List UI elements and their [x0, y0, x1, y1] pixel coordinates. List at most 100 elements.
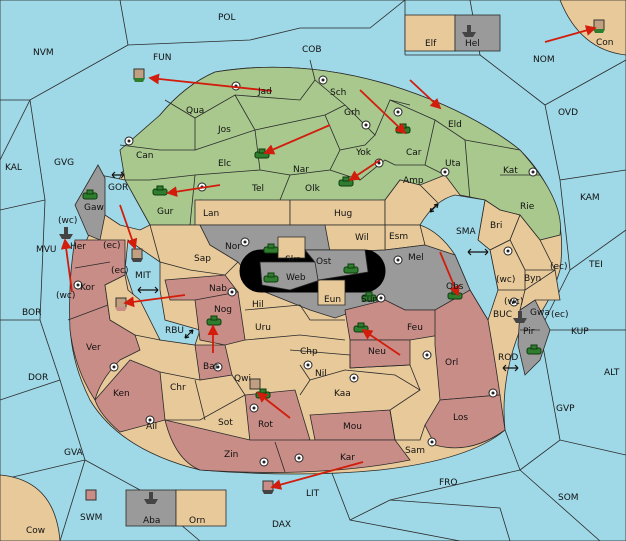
territory-sma[interactable] — [419, 194, 499, 321]
label-coast-wc: (wc) — [504, 297, 523, 307]
label-pir: Pir — [523, 327, 535, 337]
label-wil: Wil — [355, 233, 369, 243]
label-ost: Ost — [316, 257, 332, 267]
map-labels: POL FUN COB NVM NOM Con KAL GVG GOR MVU … — [5, 13, 620, 536]
label-gor: GOR — [108, 183, 128, 193]
territory-nog[interactable] — [194, 291, 246, 346]
label-elc: Elc — [218, 159, 231, 169]
label-coast-wc: (wc) — [58, 216, 77, 226]
label-mvu: MVU — [36, 245, 57, 255]
label-tei: TEI — [588, 260, 603, 270]
order-arrows — [60, 25, 597, 490]
label-gva: GVA — [64, 448, 84, 458]
label-nil: Nil — [315, 369, 327, 379]
label-grh: Grh — [344, 108, 360, 118]
label-orl: Orl — [445, 358, 458, 368]
zin-kar-border — [274, 441, 286, 473]
army-unit — [343, 263, 359, 274]
label-eun: Eun — [324, 295, 341, 305]
label-fun: FUN — [153, 53, 172, 63]
label-cob: COB — [302, 45, 322, 55]
army-unit — [263, 272, 279, 283]
territory-rie[interactable] — [509, 214, 556, 271]
label-tel: Tel — [251, 184, 264, 194]
label-alt: ALT — [604, 368, 620, 378]
label-nor: Nor — [225, 242, 241, 252]
label-uru: Uru — [255, 323, 271, 333]
label-eld: Eld — [448, 120, 462, 130]
territory-elf[interactable] — [404, 14, 456, 52]
label-ail: Ail — [146, 422, 157, 432]
label-nar: Nar — [293, 165, 309, 175]
label-dax: DAX — [272, 520, 291, 530]
label-jos: Jos — [217, 125, 231, 135]
territory-zin-kar[interactable] — [164, 419, 411, 473]
fleet-unit — [85, 489, 97, 501]
territory-gwa[interactable] — [519, 269, 561, 311]
territory-web[interactable] — [259, 261, 321, 291]
label-nab: Nab — [209, 284, 227, 294]
label-chr: Chr — [170, 383, 186, 393]
label-kam: KAM — [580, 193, 600, 203]
label-olk: Olk — [305, 184, 321, 194]
label-obs: Obs — [446, 282, 464, 292]
territory-wil[interactable] — [319, 224, 386, 253]
label-hel: Hel — [465, 39, 480, 49]
label-qua: Qua — [186, 106, 204, 116]
territory-eun[interactable] — [317, 279, 346, 306]
label-nom: NOM — [533, 55, 555, 65]
label-bri: Bri — [490, 221, 502, 231]
label-gvp: GVP — [556, 404, 575, 414]
region-tan-middle — [194, 179, 556, 291]
label-ver: Ver — [86, 343, 101, 353]
label-ken: Ken — [113, 389, 130, 399]
label-bar: Bar — [203, 362, 219, 372]
label-zin: Zin — [224, 450, 238, 460]
label-dor: DOR — [28, 373, 48, 383]
label-mou: Mou — [343, 422, 362, 432]
fleet-unit — [249, 378, 261, 390]
label-rod: ROD — [498, 353, 518, 363]
misc-borders — [504, 329, 540, 471]
label-gaw: Gaw — [84, 203, 104, 213]
label-kup: KUP — [571, 327, 589, 337]
territory-ken[interactable] — [94, 359, 166, 433]
fleet-unit — [59, 227, 73, 239]
label-rbu: RBU — [165, 326, 184, 336]
label-sam: Sam — [405, 446, 425, 456]
army-unit — [361, 291, 377, 302]
label-bor: BOR — [22, 308, 41, 318]
label-web: Web — [286, 273, 306, 283]
label-amp: Amp — [403, 176, 424, 186]
label-elf: Elf — [425, 39, 437, 49]
label-yok: Yok — [355, 148, 372, 158]
label-gvg: GVG — [54, 158, 74, 168]
label-aba: Aba — [143, 516, 160, 526]
label-sma: SMA — [456, 227, 476, 237]
label-som: SOM — [558, 493, 579, 503]
green-borders — [119, 59, 540, 226]
label-qwi: Qwi — [234, 374, 251, 384]
label-sap: Sap — [194, 254, 211, 264]
label-gur: Gur — [157, 207, 174, 217]
label-uta: Uta — [445, 159, 461, 169]
label-kat: Kat — [503, 166, 518, 176]
territory-orn[interactable] — [175, 489, 227, 527]
label-jad: Jad — [257, 87, 272, 97]
label-buc: BUC — [493, 310, 512, 320]
army-unit — [82, 189, 98, 200]
label-fro: FRO — [439, 478, 458, 488]
label-con: Con — [596, 38, 614, 48]
label-rie: Rie — [520, 202, 535, 212]
label-coast-ec: (ec) — [550, 262, 568, 272]
territory-hel[interactable] — [454, 14, 501, 52]
army-unit — [263, 243, 279, 254]
label-coast-wc: (wc) — [56, 291, 75, 301]
label-los: Los — [453, 413, 468, 423]
label-coast-wc: (wc) — [496, 275, 515, 285]
territory-mit[interactable] — [124, 239, 201, 346]
label-chp: Chp — [300, 347, 318, 357]
fleet-unit — [513, 311, 527, 323]
territory-ark[interactable] — [104, 274, 161, 341]
